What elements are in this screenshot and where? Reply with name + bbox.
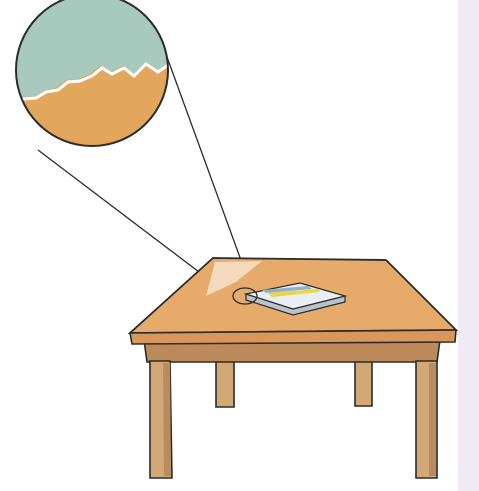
table-leg-back-left — [216, 360, 234, 407]
table-top-front-edge — [130, 330, 456, 344]
table-legs-back — [216, 360, 372, 407]
magnifier-circle-icon — [0, 0, 190, 160]
table-leg-back-right — [355, 360, 372, 406]
table-leg-front-right-shade — [429, 363, 436, 476]
table-leg-front-left-shade — [163, 363, 171, 476]
guide-line-upper — [163, 46, 250, 285]
table-legs-front — [150, 361, 437, 478]
